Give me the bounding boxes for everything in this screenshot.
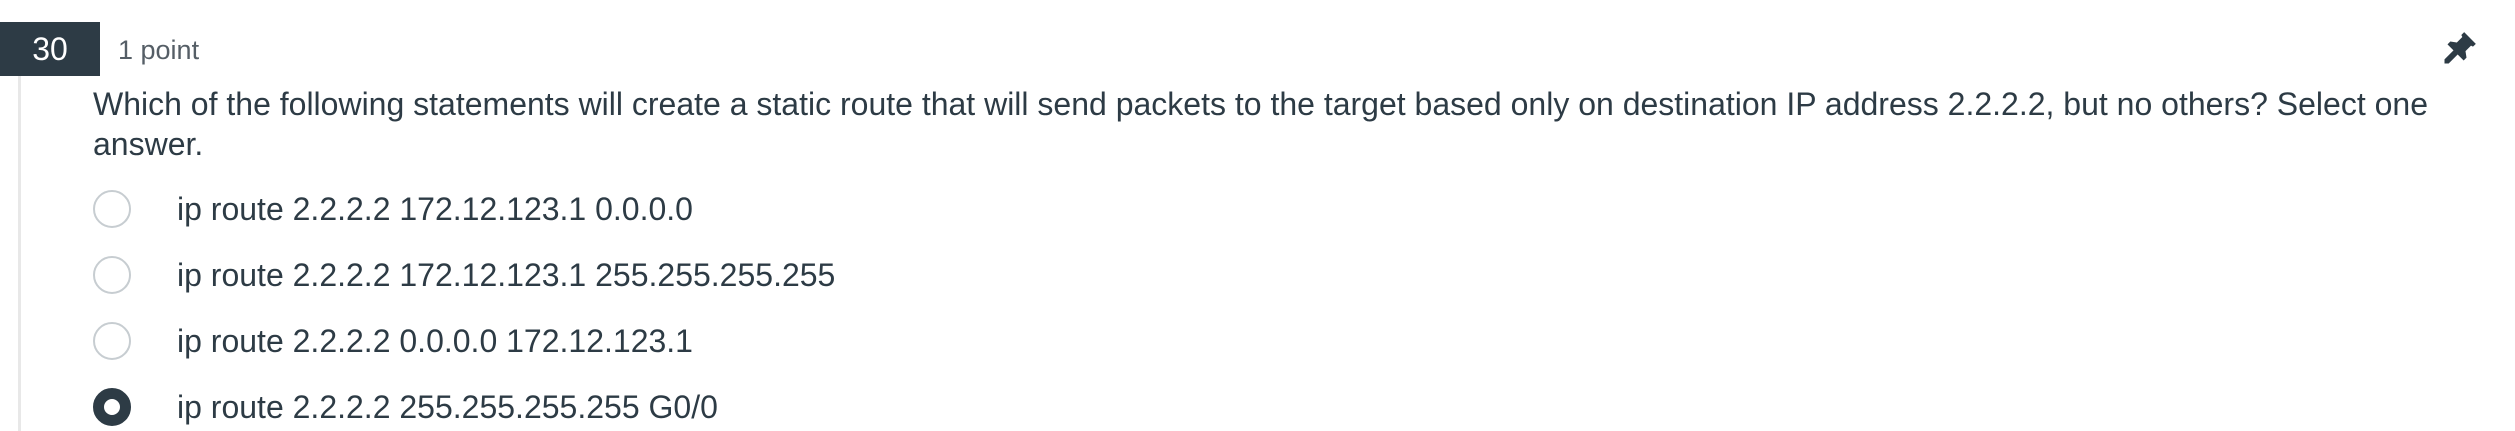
- answer-option-1[interactable]: ip route 2.2.2.2 172.12.123.1 0.0.0.0: [93, 176, 835, 242]
- radio-button[interactable]: [93, 322, 131, 360]
- pin-icon[interactable]: [2440, 28, 2480, 68]
- answer-list: ip route 2.2.2.2 172.12.123.1 0.0.0.0 ip…: [93, 176, 835, 431]
- radio-button[interactable]: [93, 190, 131, 228]
- radio-button[interactable]: [93, 388, 131, 426]
- answer-label: ip route 2.2.2.2 0.0.0.0 172.12.123.1: [177, 323, 693, 359]
- answer-label: ip route 2.2.2.2 172.12.123.1 255.255.25…: [177, 257, 836, 293]
- question-number-badge: 30: [0, 22, 100, 76]
- question-text: Which of the following statements will c…: [93, 86, 2428, 162]
- left-divider: [18, 76, 21, 431]
- answer-label: ip route 2.2.2.2 255.255.255.255 G0/0: [177, 389, 718, 425]
- answer-option-3[interactable]: ip route 2.2.2.2 0.0.0.0 172.12.123.1: [93, 308, 835, 374]
- answer-label: ip route 2.2.2.2 172.12.123.1 0.0.0.0: [177, 191, 693, 227]
- answer-option-2[interactable]: ip route 2.2.2.2 172.12.123.1 255.255.25…: [93, 242, 835, 308]
- radio-button[interactable]: [93, 256, 131, 294]
- answer-option-4[interactable]: ip route 2.2.2.2 255.255.255.255 G0/0: [93, 374, 835, 431]
- question-points: 1 point: [118, 35, 200, 65]
